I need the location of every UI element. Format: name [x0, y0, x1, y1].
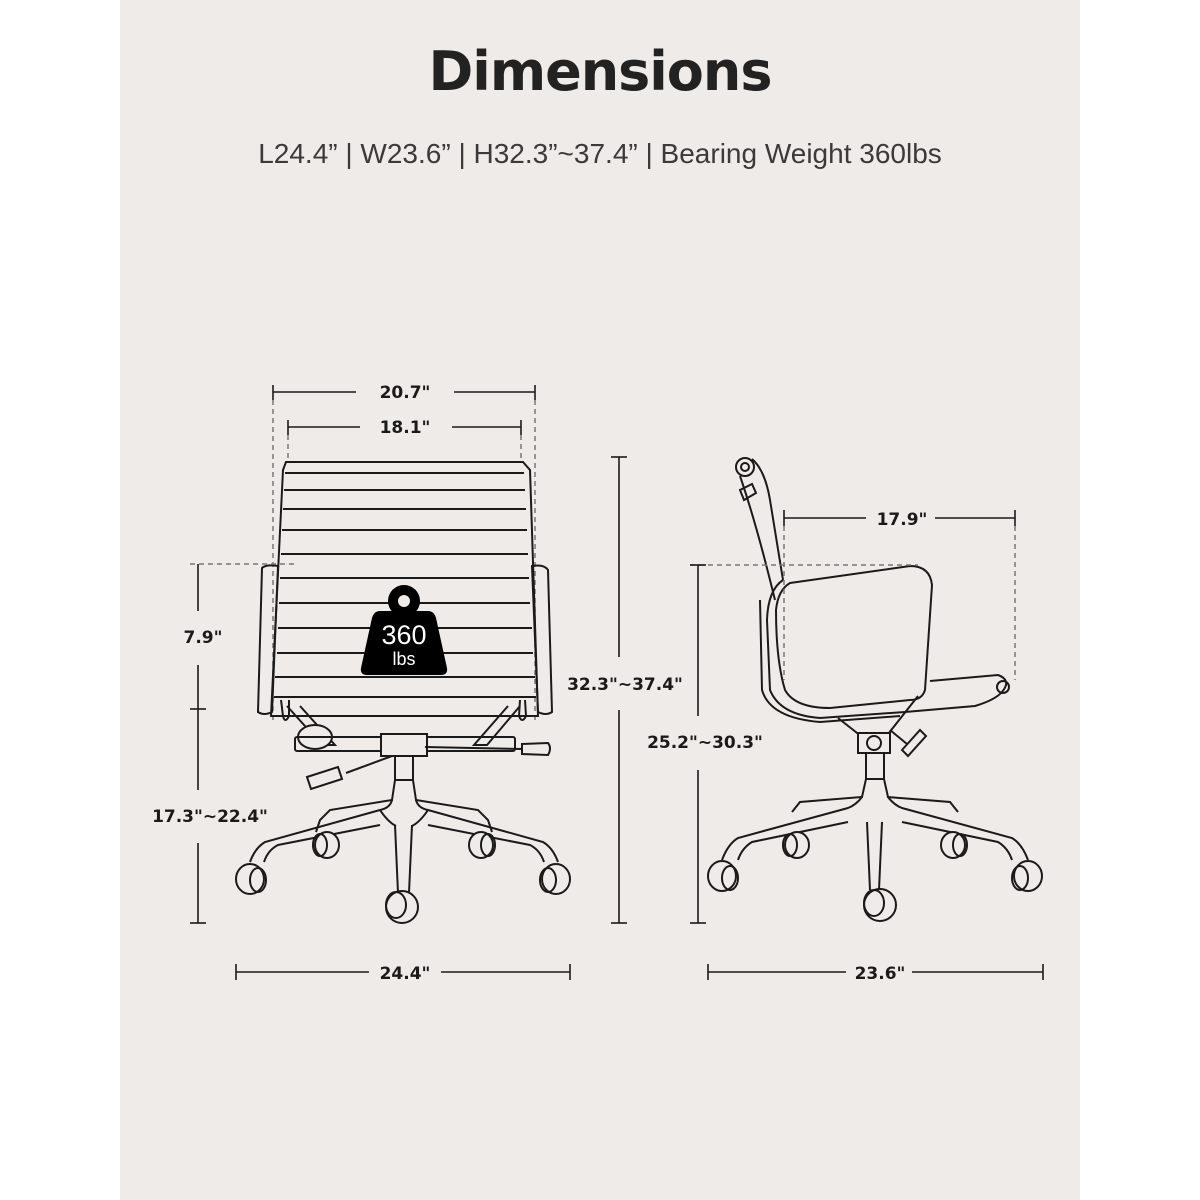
dimension-seat-height: 17.3"~22.4" — [152, 709, 268, 924]
caster-icon — [707, 831, 1043, 922]
dimension-label: 20.7" — [380, 383, 431, 403]
dimension-base-width: 24.4" — [235, 964, 571, 984]
dimensions-panel: Dimensions L24.4” | W23.6” | H32.3”~37.4… — [120, 0, 1080, 1200]
side-view-chair-icon: 17.9" 25.2"~30.3" 23.6" — [647, 457, 1044, 984]
dimension-label: 24.4" — [380, 964, 431, 984]
dimension-label: 25.2"~30.3" — [647, 733, 763, 753]
dimension-armrest-floor-height: 25.2"~30.3" — [647, 564, 918, 924]
weight-value: 360 — [381, 620, 426, 650]
weight-unit: lbs — [392, 649, 415, 669]
dimension-armrest-height: 7.9" — [184, 563, 295, 710]
dimension-back-inner-width: 18.1" — [287, 418, 522, 460]
dimensions-summary: L24.4” | W23.6” | H32.3”~37.4” | Bearing… — [258, 138, 942, 169]
dimension-back-outer-width: 20.7" — [272, 383, 536, 720]
dimension-seat-depth: 17.9" — [783, 510, 1016, 680]
front-view-chair-icon: 20.7" 18.1" — [152, 383, 683, 984]
dimension-label: 23.6" — [855, 964, 906, 984]
dimension-label: 18.1" — [380, 418, 431, 438]
dimension-label: 32.3"~37.4" — [567, 675, 683, 695]
dimension-total-height: 32.3"~37.4" — [567, 456, 683, 924]
dimension-base-depth: 23.6" — [707, 964, 1044, 984]
dimension-label: 17.3"~22.4" — [152, 807, 268, 827]
weight-badge: 360 lbs — [360, 585, 448, 675]
caster-icon — [235, 831, 571, 924]
dimension-label: 7.9" — [184, 628, 223, 648]
page-title: Dimensions — [428, 40, 772, 103]
dimension-label: 17.9" — [877, 510, 928, 530]
